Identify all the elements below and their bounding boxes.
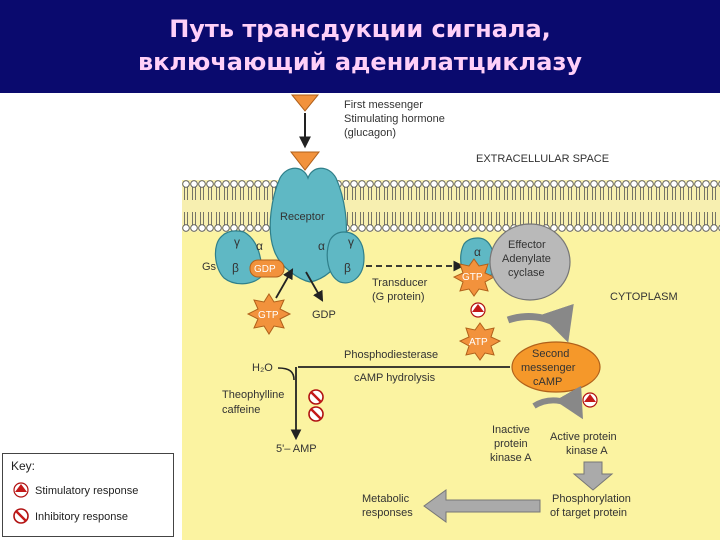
legend-graphic: Key: Stimulatory response Inhibitory res… [11, 459, 138, 524]
lipid-bilayer [182, 180, 720, 232]
slide-title-line-2: включающий аденилатциклазу [137, 48, 583, 76]
atp-starburst [458, 322, 502, 361]
inhibitory-icon [13, 508, 29, 524]
legend-inhibitory-label: Inhibitory response [35, 511, 128, 523]
protein-label: protein [494, 438, 528, 450]
h2o-label: H₂O [252, 362, 273, 374]
kinase-a-inactive-label: kinase A [490, 452, 532, 464]
stimulatory-symbol-1-arrow [472, 304, 484, 312]
first-messenger-hormone [290, 94, 320, 112]
gdp-out-arrow [305, 271, 324, 302]
caffeine-label: caffeine [222, 404, 260, 416]
responses-label: responses [362, 507, 413, 519]
inhibitory-symbol-2 [308, 406, 324, 422]
extracellular-space-label: EXTRACELLULAR SPACE [476, 153, 609, 165]
metabolic-label: Metabolic [362, 493, 410, 505]
adenylate-cyclase [489, 223, 571, 301]
gamma-label-left: γ [234, 235, 240, 249]
cytoplasm-area [182, 232, 720, 540]
camp-hydrolysis-label: cAMP hydrolysis [354, 372, 436, 384]
messenger-label: messenger [521, 362, 576, 374]
legend-box: Key: Stimulatory response Inhibitory res… [2, 453, 174, 537]
glucagon-label: (glucagon) [344, 127, 396, 139]
alpha-label-effector: α [474, 245, 481, 259]
gamma-label-right: γ [348, 235, 354, 249]
atp-to-camp-arrow [506, 303, 574, 343]
gs-label: Gs [202, 261, 217, 273]
active-pka-label: Active protein [550, 431, 617, 443]
signal-transduction-diagram: First messenger Stimulating hormone (glu… [182, 94, 720, 540]
stimulatory-symbol-2-arrow [584, 394, 596, 402]
alpha-label-right: α [318, 239, 325, 253]
g-protein-label: (G protein) [372, 291, 425, 303]
target-protein-label: of target protein [550, 507, 627, 519]
second-label: Second [532, 348, 569, 360]
h2o-in-arrow [277, 367, 295, 381]
beta-label-left: β [232, 261, 239, 275]
inhibitory-symbol-1 [308, 389, 324, 405]
alpha-label-left: α [256, 239, 263, 253]
inactive-label: Inactive [492, 424, 530, 436]
transducer-label: Transducer [372, 277, 428, 289]
bound-hormone [289, 151, 321, 171]
gtp-starburst-left [246, 293, 292, 335]
pka-down-arrow [572, 461, 614, 491]
stimulating-hormone-label: Stimulating hormone [344, 113, 445, 125]
atp-label: ATP [469, 337, 488, 348]
phosphodiesterase-label: Phosphodiesterase [344, 349, 438, 361]
title-bar: Путь трансдукции сигнала, включающий аде… [0, 0, 720, 93]
kinase-a-active-label: kinase A [566, 445, 608, 457]
effector-label: Effector [508, 239, 546, 251]
receptor-label: Receptor [280, 211, 325, 223]
beta-label-right: β [344, 261, 351, 275]
g-protein-right [326, 231, 365, 284]
gdp-label-released: GDP [312, 309, 336, 321]
camp-to-pka-arrow [532, 385, 583, 420]
gtp-label-left: GTP [258, 310, 279, 321]
gtp-label-effector: GTP [462, 272, 483, 283]
camp-label: cAMP [533, 376, 562, 388]
response-arrow [423, 489, 541, 523]
gtp-in-arrow [275, 268, 294, 299]
legend-stimulatory-label: Stimulatory response [35, 485, 138, 497]
cytoplasm-label: CYTOPLASM [610, 291, 678, 303]
cyclase-label: cyclase [508, 267, 545, 279]
legend-title: Key: [11, 459, 35, 473]
stimulatory-icon [13, 482, 29, 498]
adenylate-label: Adenylate [502, 253, 551, 265]
theophylline-label: Theophylline [222, 389, 284, 401]
slide-title-line-1: Путь трансдукции сигнала, [169, 15, 551, 43]
gtp-starburst-effector [452, 258, 496, 297]
phosphorylation-label: Phosphorylation [552, 493, 631, 505]
gdp-badge-label: GDP [254, 264, 276, 275]
amp-label: 5'– AMP [276, 443, 317, 455]
first-messenger-label: First messenger [344, 99, 423, 111]
